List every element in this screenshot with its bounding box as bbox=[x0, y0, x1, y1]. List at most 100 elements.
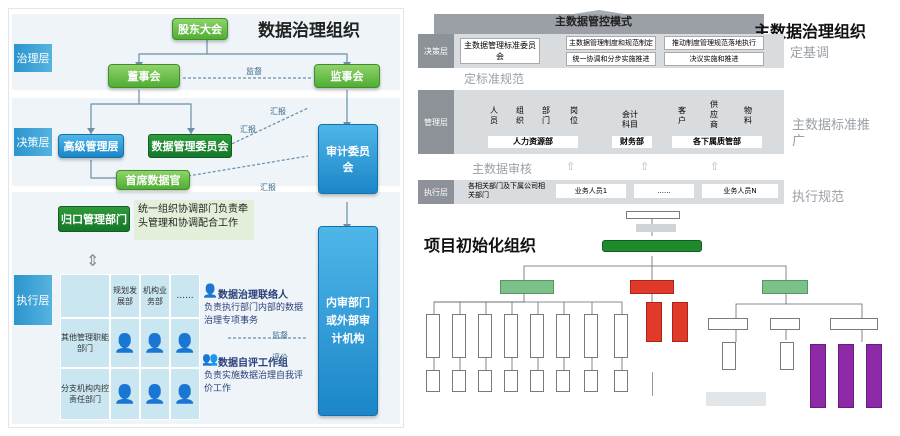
chief-data-officer-box: 首席数据官 bbox=[116, 170, 190, 190]
liaison-desc: 负责执行部门内部的数据治理专项事务 bbox=[204, 303, 304, 326]
project-right-leaf bbox=[780, 342, 794, 370]
project-red-sub bbox=[646, 302, 662, 342]
layer-label-decision: 决策层 bbox=[14, 128, 52, 156]
central-management-dept-box: 归口管理部门 bbox=[58, 206, 130, 232]
project-right-box bbox=[830, 318, 878, 330]
person-icon: 👤 bbox=[110, 318, 140, 368]
project-leaf-box bbox=[478, 370, 492, 392]
project-sub-box bbox=[584, 314, 598, 358]
self-eval-icon: 👥 bbox=[202, 352, 219, 367]
liaison-icon: 👤 bbox=[202, 284, 219, 299]
project-right-box bbox=[708, 318, 748, 330]
table-header-planning: 规划发展部 bbox=[110, 274, 140, 318]
rt-mgmt-item: 供应商 bbox=[710, 100, 718, 129]
project-legend bbox=[652, 372, 692, 396]
project-tier-green bbox=[500, 280, 554, 294]
audit-committee-box: 审计委员会 bbox=[318, 124, 378, 194]
rt-layer-mgmt: 管理层 bbox=[418, 90, 454, 154]
updown-arrow: ⇕ bbox=[86, 251, 100, 270]
layer-label-execution: 执行层 bbox=[14, 275, 52, 325]
project-top-box bbox=[626, 211, 680, 219]
project-sub-box bbox=[478, 314, 492, 358]
rt-std-label: 定标准规范 bbox=[464, 72, 525, 86]
table-row-branch-control: 分支机构内控责任部门 bbox=[60, 368, 110, 420]
project-tier-green-2 bbox=[762, 280, 808, 294]
rt-label-tone: 定基调 bbox=[790, 46, 830, 61]
rt-mgmt-item: 客户 bbox=[678, 106, 686, 125]
rt-dec-box-2: 主数据管理制度和规范制定 bbox=[566, 36, 656, 50]
project-leaf-box bbox=[614, 370, 628, 392]
rt-dept-hr: 人力资源部 bbox=[488, 136, 578, 148]
roof-shape bbox=[434, 10, 764, 36]
rt-audit-label: 主数据审核 bbox=[472, 162, 533, 176]
rt-mgmt-item: 岗位 bbox=[570, 106, 578, 125]
project-purple-box bbox=[866, 344, 882, 408]
left-title: 数据治理组织 bbox=[258, 21, 360, 41]
supervise-label-2: 监督 bbox=[272, 331, 288, 340]
self-eval-title: 数据自评工作组 bbox=[218, 358, 288, 369]
rt-mgmt-item: 物料 bbox=[744, 106, 752, 125]
up-arrow-icon: ⇧ bbox=[640, 160, 650, 173]
person-icon: 👤 bbox=[110, 368, 140, 420]
rt-exec-box-3: ...... bbox=[634, 184, 694, 198]
project-leaf-box bbox=[426, 370, 440, 392]
project-tier-red bbox=[630, 280, 674, 294]
liaison-title: 数据治理联络人 bbox=[218, 290, 288, 301]
table-header-institution: 机构业务部 bbox=[140, 274, 170, 318]
project-org-connectors bbox=[433, 218, 863, 370]
rt-mgmt-item: 组织 bbox=[516, 106, 524, 125]
project-sub-box bbox=[530, 314, 544, 358]
project-leaf-box bbox=[504, 370, 518, 392]
table-header-more: ...... bbox=[170, 274, 200, 318]
person-icon: 👤 bbox=[170, 318, 200, 368]
evaluate-label: 评价 bbox=[272, 353, 288, 362]
supervise-label-1: 监督 bbox=[246, 67, 262, 76]
report-label-2: 汇报 bbox=[240, 125, 256, 134]
up-arrow-icon: ⇧ bbox=[566, 160, 576, 173]
watermark-blur bbox=[706, 392, 766, 406]
rt-exec-box-4: 业务人员N bbox=[702, 184, 778, 198]
project-blurred-label bbox=[636, 224, 676, 232]
project-leaf-box bbox=[530, 370, 544, 392]
rt-label-exec: 执行规范 bbox=[792, 190, 845, 205]
rt-dec-box-1: 主数据管理标准委员会 bbox=[460, 38, 540, 64]
project-leaf-box bbox=[452, 370, 466, 392]
rt-dec-box-5: 决议实施和推进 bbox=[664, 52, 764, 66]
report-label-1: 汇报 bbox=[270, 107, 286, 116]
rt-mgmt-item: 会计科目 bbox=[622, 110, 638, 129]
project-sub-box bbox=[614, 314, 628, 358]
rt-dec-box-3: 统一协调和分步实施推进 bbox=[566, 52, 656, 66]
project-right-leaf bbox=[722, 342, 736, 370]
project-purple-box bbox=[810, 344, 826, 408]
project-sub-box bbox=[426, 314, 440, 358]
project-purple-box bbox=[838, 344, 854, 408]
report-label-3: 汇报 bbox=[260, 183, 276, 192]
person-icon: 👤 bbox=[140, 368, 170, 420]
project-leaf-box bbox=[556, 370, 570, 392]
rt-dec-box-4: 推动制度管理规范落地执行 bbox=[664, 36, 764, 50]
layer-label-governance: 治理层 bbox=[14, 44, 52, 72]
data-management-committee-box: 数据管理委员会 bbox=[148, 134, 232, 158]
table-header-corner bbox=[60, 274, 110, 318]
board-of-directors-box: 董事会 bbox=[108, 64, 180, 88]
rt-mgmt-item: 部门 bbox=[542, 106, 550, 125]
internal-audit-box: 内审部门或外部审计机构 bbox=[318, 226, 378, 416]
central-dept-description: 统一组织协调部门负责牵头管理和协调配合工作 bbox=[134, 200, 254, 240]
person-icon: 👤 bbox=[140, 318, 170, 368]
left-connectors bbox=[87, 38, 351, 339]
rt-label-promote: 主数据标准推广 bbox=[792, 118, 871, 149]
table-row-other-mgmt: 其他管理职能部门 bbox=[60, 318, 110, 368]
project-sub-box bbox=[556, 314, 570, 358]
supervisory-board-box: 监事会 bbox=[314, 64, 380, 88]
roof-label: 主数据管控模式 bbox=[555, 15, 632, 28]
right-bottom-title: 项目初始化组织 bbox=[424, 236, 537, 255]
project-sub-box bbox=[504, 314, 518, 358]
rt-layer-exec: 执行层 bbox=[418, 180, 454, 204]
person-icon: 👤 bbox=[170, 368, 200, 420]
senior-management-box: 高级管理层 bbox=[58, 134, 124, 158]
rt-exec-box-2: 业务人员1 bbox=[556, 184, 626, 198]
rt-mgmt-item: 人员 bbox=[490, 106, 498, 125]
rt-exec-box-1: 各相关部门及下属公司相关部门 bbox=[468, 182, 545, 199]
shareholders-meeting-box: 股东大会 bbox=[172, 18, 228, 40]
rt-dept-quality: 各下属质管部 bbox=[672, 136, 762, 148]
